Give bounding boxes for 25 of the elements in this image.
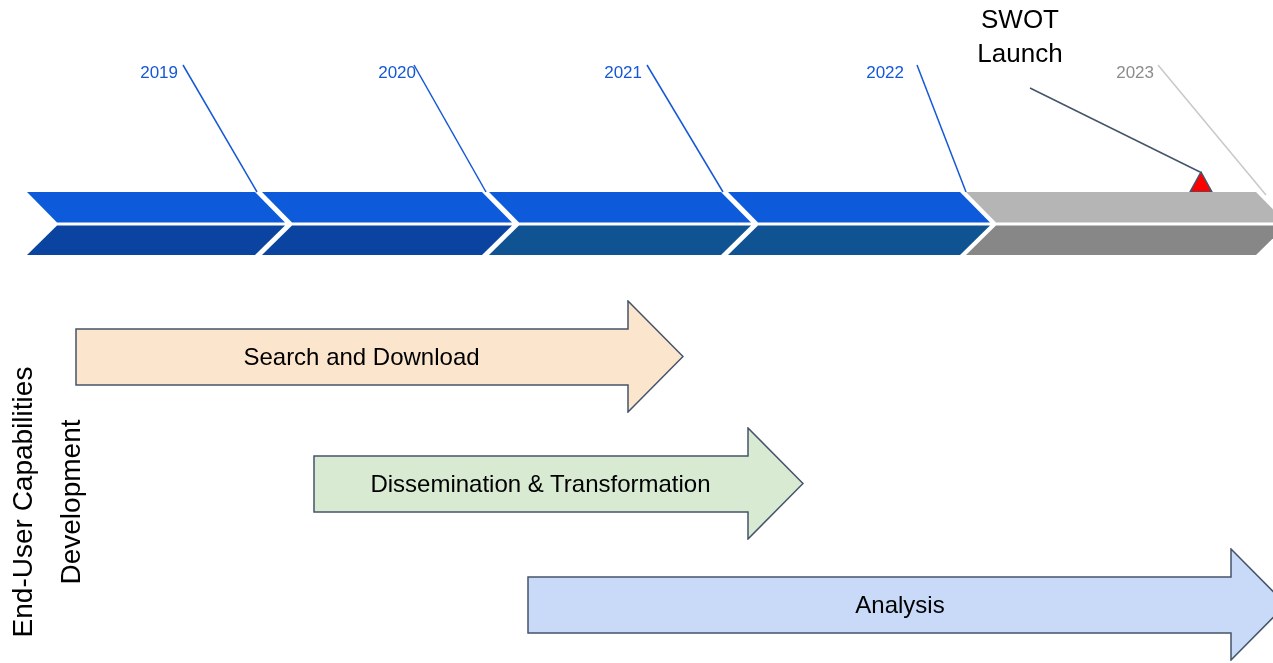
phase-banner: [75, 300, 684, 413]
leader-line: [182, 64, 258, 193]
year-label: 2020: [350, 60, 416, 84]
milestone-triangle: [1189, 171, 1213, 192]
timeline-segment: [728, 192, 990, 255]
leader-line: [1157, 64, 1267, 196]
leader-line: [1029, 87, 1201, 173]
timeline-segment: [262, 192, 512, 255]
arrow-label: Analysis: [855, 590, 945, 620]
arrow-label: Search and Download: [243, 342, 480, 372]
leader-line: [916, 64, 967, 193]
year-label: 2021: [576, 60, 642, 84]
leader-line: [646, 64, 724, 193]
milestone-label: SWOT Launch: [965, 2, 1075, 76]
phase-banner: [313, 427, 804, 540]
timeline-segment: [489, 192, 751, 255]
year-label: 2019: [112, 60, 178, 84]
phase-banner: [527, 548, 1273, 661]
timeline-segment: [27, 192, 285, 255]
year-label: 2022: [838, 60, 904, 84]
row-label: End-User Capabilities Development: [6, 365, 87, 640]
leader-line: [413, 64, 487, 193]
arrow-label: Dissemination & Transformation: [370, 469, 711, 499]
timeline-segment: [966, 192, 1273, 255]
year-label: 2023: [1088, 60, 1154, 84]
